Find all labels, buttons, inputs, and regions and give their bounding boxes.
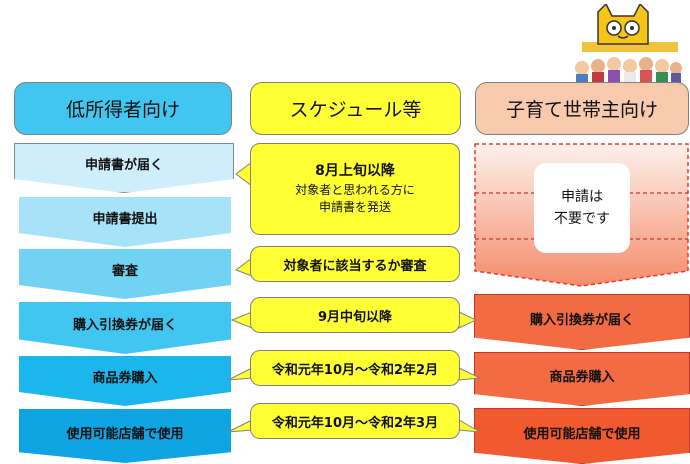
no-application-line1: 申請は xyxy=(561,188,603,205)
august-note-line1: 対象者と思われる方に xyxy=(295,182,415,197)
mascot-banner xyxy=(582,42,678,52)
no-application-note: 申請は 不要です xyxy=(534,163,630,253)
step-use-at-store: 使用可能店舗で使用 xyxy=(19,409,231,463)
august-title: 8月上旬以降 xyxy=(315,163,395,180)
schedule-callout-review: 対象者に該当するか審査 xyxy=(250,246,460,282)
header-schedule: スケジュール等 xyxy=(250,82,461,135)
child-step-use-at-store: 使用可能店舗で使用 xyxy=(474,408,690,464)
schedule-callout-september: 9月中旬以降 xyxy=(250,297,460,333)
header-child-household: 子育て世帯主向け xyxy=(475,82,689,135)
mascot-illustration xyxy=(575,4,682,84)
child-step-purchase-coupon: 商品券購入 xyxy=(474,352,690,406)
schedule-callout-august: 8月上旬以降 対象者と思われる方に 申請書を発送 xyxy=(250,143,460,235)
child-step-voucher-arrives: 購入引換券が届く xyxy=(474,294,690,350)
schedule-callout-use-period: 令和元年10月～令和2年3月 xyxy=(250,403,460,439)
august-note-line2: 申請書を発送 xyxy=(318,200,391,215)
schedule-callout-purchase-period: 令和元年10月～令和2年2月 xyxy=(250,350,460,386)
no-application-line2: 不要です xyxy=(554,211,610,227)
header-low-income: 低所得者向け xyxy=(14,82,232,135)
